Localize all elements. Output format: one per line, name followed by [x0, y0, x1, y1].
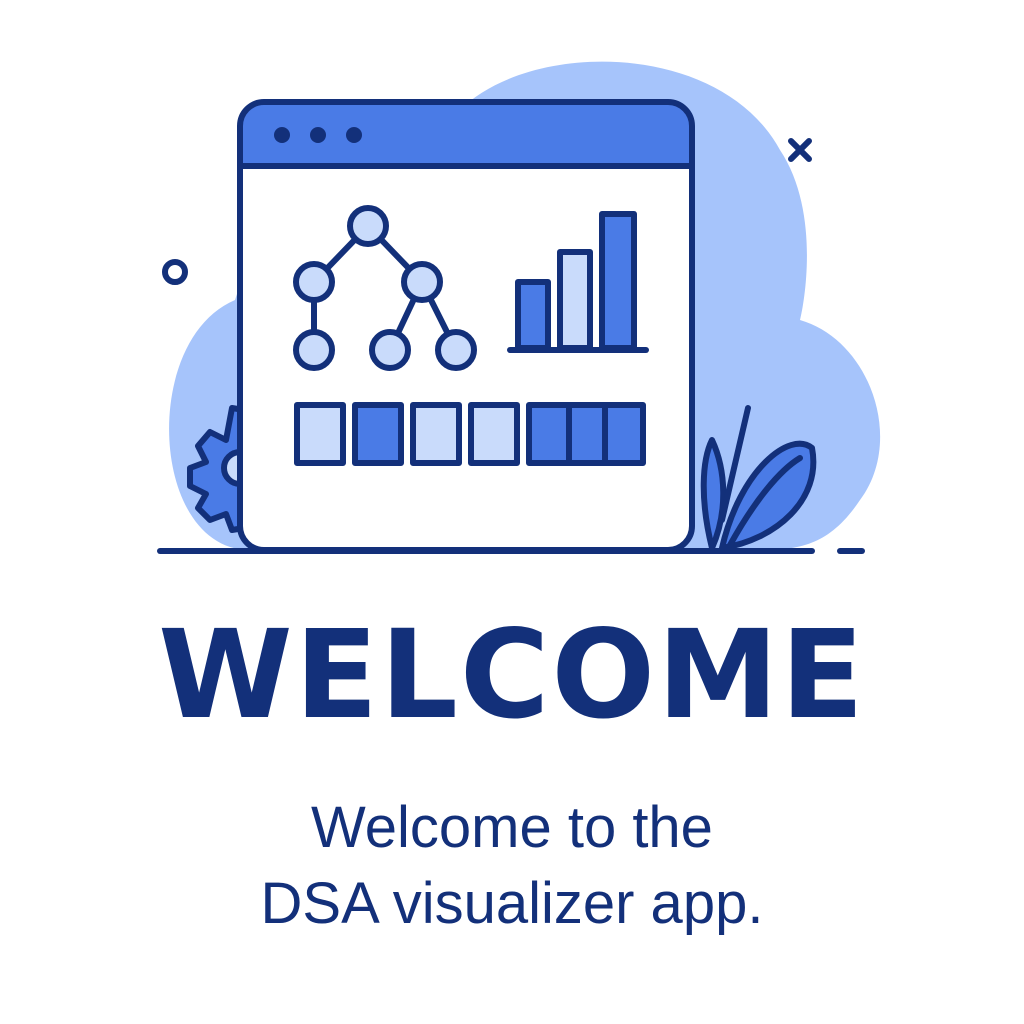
array-cell	[294, 402, 346, 466]
tree-node	[435, 329, 477, 371]
window-dot	[274, 127, 290, 143]
chart-bar	[557, 249, 593, 351]
welcome-illustration	[157, 61, 881, 554]
small-circle-icon	[162, 259, 188, 285]
tree-graph-icon	[293, 205, 477, 371]
tree-node	[293, 261, 335, 303]
array-cell	[468, 402, 520, 466]
welcome-subtitle: Welcome to the DSA visualizer app.	[0, 790, 1024, 942]
leaf-plant-icon	[700, 405, 817, 551]
welcome-subtitle-line-1: Welcome to the	[311, 795, 713, 860]
welcome-subtitle-line-2: DSA visualizer app.	[260, 871, 764, 936]
array-cell	[352, 402, 404, 466]
welcome-title: WELCOME	[158, 604, 866, 746]
tree-node	[293, 329, 335, 371]
array-cell	[602, 402, 646, 466]
chart-bar	[515, 279, 551, 351]
array-cell	[526, 402, 572, 466]
array-cell	[566, 402, 608, 466]
chart-bar	[599, 211, 637, 351]
array-cells-icon	[294, 402, 646, 466]
bar-chart-icon	[507, 211, 649, 353]
tree-node	[347, 205, 389, 247]
tree-node	[401, 261, 443, 303]
window-dot	[310, 127, 326, 143]
array-cell	[410, 402, 462, 466]
window-dot	[346, 127, 362, 143]
tree-node	[369, 329, 411, 371]
close-x-icon	[788, 138, 812, 162]
